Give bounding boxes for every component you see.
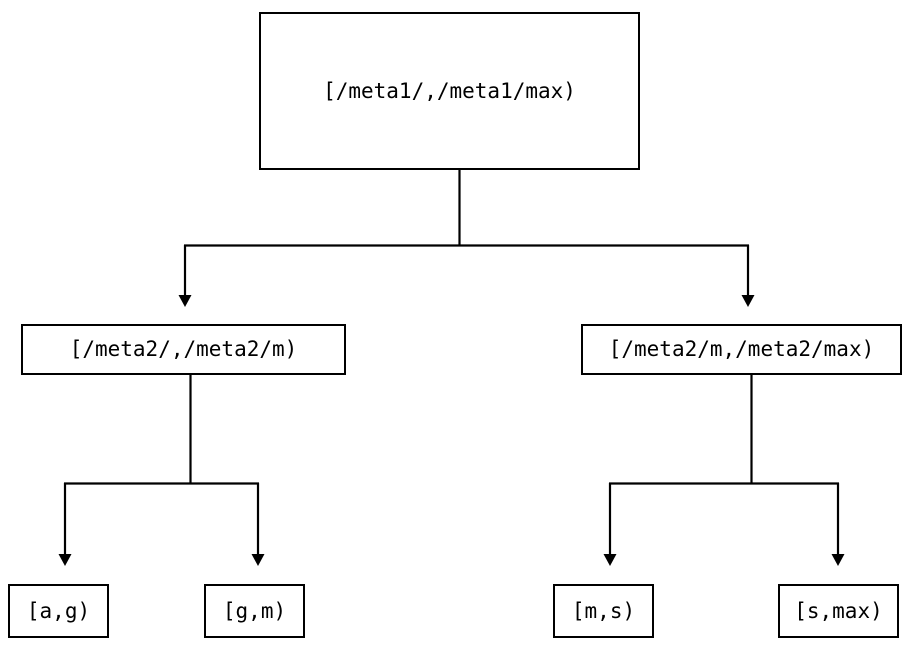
- tree-node-leaf-ms[interactable]: [m,s): [553, 584, 654, 638]
- tree-node-mid-left[interactable]: [/meta2/,/meta2/m): [21, 324, 346, 375]
- arrowhead-icon-mid-left: [178, 295, 192, 307]
- tree-node-mid-right-label: [/meta2/m,/meta2/max): [608, 337, 875, 361]
- tree-node-root-label: [/meta1/,/meta1/max): [323, 78, 576, 103]
- edge-midright-to-children: [603, 375, 845, 566]
- tree-node-leaf-ag-label: [a,g): [26, 598, 91, 623]
- tree-node-leaf-ms-label: [m,s): [571, 598, 636, 623]
- arrowhead-icon-leaf-gm: [251, 554, 265, 566]
- edge-root-to-children: [178, 170, 755, 307]
- arrowhead-icon-leaf-smax: [831, 554, 845, 566]
- arrowhead-icon-leaf-ms: [603, 554, 617, 566]
- tree-node-leaf-ag[interactable]: [a,g): [8, 584, 109, 638]
- tree-node-leaf-smax[interactable]: [s,max): [778, 584, 899, 638]
- arrowhead-icon-mid-right: [741, 295, 755, 307]
- edge-midleft-to-children: [58, 375, 265, 566]
- tree-node-mid-left-label: [/meta2/,/meta2/m): [69, 337, 298, 361]
- tree-node-root[interactable]: [/meta1/,/meta1/max): [259, 12, 640, 170]
- arrowhead-icon-leaf-ag: [58, 554, 72, 566]
- tree-node-leaf-smax-label: [s,max): [794, 598, 883, 623]
- tree-node-leaf-gm-label: [g,m): [222, 598, 287, 623]
- tree-node-mid-right[interactable]: [/meta2/m,/meta2/max): [581, 324, 902, 375]
- tree-node-leaf-gm[interactable]: [g,m): [204, 584, 305, 638]
